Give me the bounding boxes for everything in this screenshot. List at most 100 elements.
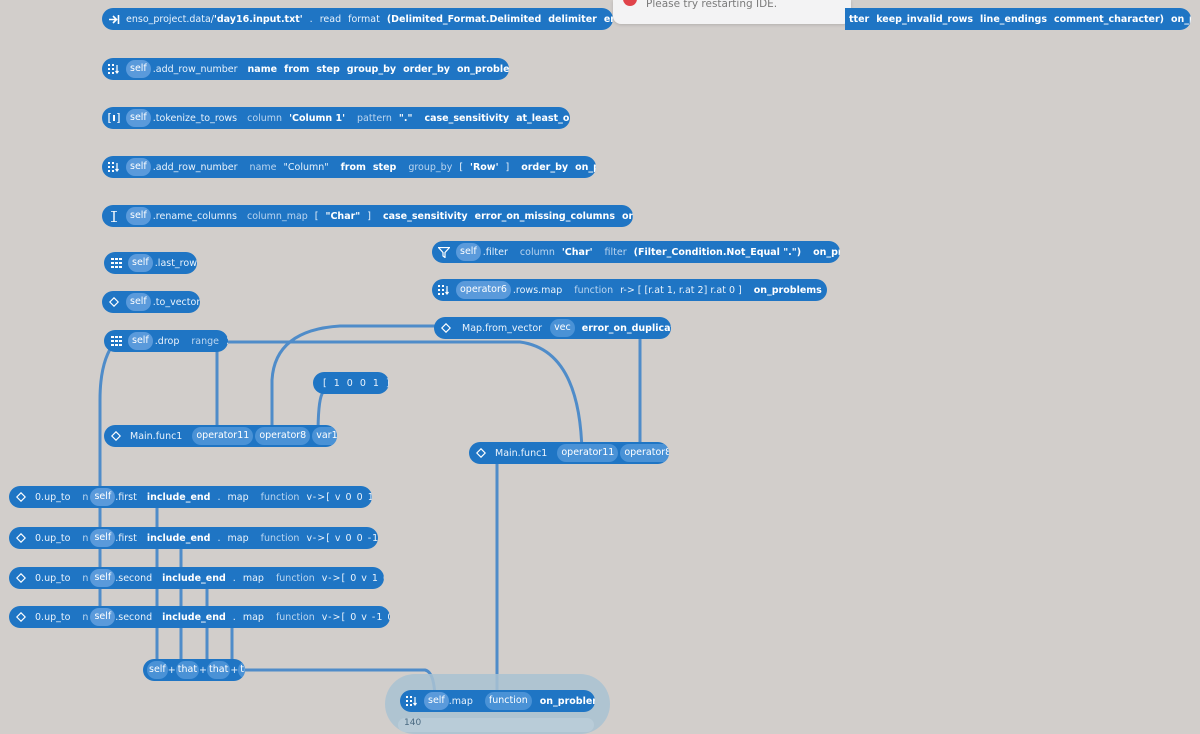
node-up-to-4[interactable]: 0.up_to n self .second include_end . map…	[9, 606, 390, 628]
operator11-port[interactable]: operator11	[557, 444, 619, 462]
function-value[interactable]: v->[ 0 v 1 0 ]	[321, 572, 384, 584]
self-port[interactable]: self	[126, 293, 151, 311]
node-vector-literal[interactable]: [ 1 0 0 1 ]	[313, 372, 389, 394]
arg-on-problems[interactable]: on_problems	[621, 210, 633, 222]
self-port[interactable]: self	[424, 692, 449, 710]
arg-delimiter[interactable]: delimiter	[548, 13, 597, 25]
column-map-value[interactable]: "Char"	[325, 210, 361, 222]
node-self-map[interactable]: self .map function on_problems	[400, 690, 595, 712]
column-value[interactable]: 'Column 1'	[289, 112, 346, 124]
node-main-func1-b[interactable]: Main.func1 operator11 operator8	[469, 442, 669, 464]
node-to-vector[interactable]: self .to_vector	[102, 291, 200, 313]
arg-on-problems[interactable]: on_problems	[753, 284, 822, 296]
node-rows-map[interactable]: operator6 .rows.map function r-> [ [r.at…	[432, 279, 827, 301]
self-port[interactable]: self	[126, 158, 151, 176]
arg-name[interactable]: name	[247, 63, 278, 75]
arg-on-problems[interactable]: on_problems	[1171, 13, 1191, 25]
self-port[interactable]: self	[128, 254, 153, 272]
arg-on-problems[interactable]: on_problems	[457, 63, 509, 75]
operator8-port[interactable]: operator8	[255, 427, 311, 445]
self-port[interactable]: self	[128, 332, 153, 350]
node-up-to-1[interactable]: 0.up_to n self .first include_end . map …	[9, 486, 372, 508]
arg-from[interactable]: from	[340, 161, 366, 173]
var1-port[interactable]: var1	[312, 427, 337, 445]
arg-tter[interactable]: tter	[849, 13, 870, 25]
arg-order-by[interactable]: order_by	[403, 63, 450, 75]
arg-on-problems[interactable]: on_problems	[539, 695, 595, 707]
arg-case-sensitivity[interactable]: case_sensitivity	[382, 210, 468, 222]
node-read[interactable]: enso_project.data/ 'day16.input.txt' . r…	[102, 8, 613, 30]
function-value[interactable]: v->[ 0 v -1 0 ]	[321, 611, 390, 623]
arg-from[interactable]: from	[284, 63, 310, 75]
name-value[interactable]: "Column"	[283, 161, 329, 173]
pattern-value[interactable]: "."	[398, 112, 413, 124]
method-name: Map.from_vector	[462, 322, 543, 334]
arg-error-on-duplicates[interactable]: error_on_duplicates	[581, 322, 671, 334]
self-port[interactable]: self	[90, 488, 116, 506]
function-port[interactable]: function	[484, 692, 532, 710]
operator8-port[interactable]: operator8	[620, 444, 669, 462]
arg-encoding[interactable]: encoding	[603, 13, 613, 25]
node-drop[interactable]: self .drop range 1	[104, 330, 228, 352]
self-port[interactable]: self	[126, 60, 151, 78]
self-port[interactable]: self	[90, 608, 116, 626]
format-value[interactable]: (Delimited_Format.Delimited	[386, 13, 542, 25]
node-read-tail[interactable]: tter keep_invalid_rows line_endings comm…	[845, 8, 1191, 30]
node-up-to-2[interactable]: 0.up_to n self .first include_end . map …	[9, 527, 378, 549]
self-port[interactable]: self	[126, 109, 151, 127]
arg-step[interactable]: step	[316, 63, 340, 75]
node-up-to-3[interactable]: 0.up_to n self .second include_end . map…	[9, 567, 384, 589]
group-by-value[interactable]: 'Row'	[470, 161, 499, 173]
self-port[interactable]: self	[147, 661, 168, 679]
arg-on-problems[interactable]: on_problems	[813, 246, 840, 258]
vec-port[interactable]: vec	[550, 319, 575, 337]
operator-port[interactable]: operator6	[456, 281, 511, 299]
arg-case-sensitivity[interactable]: case_sensitivity	[424, 112, 510, 124]
read-file[interactable]: 'day16.input.txt'	[213, 13, 303, 25]
plus-op: +	[167, 664, 176, 676]
arg-include-end[interactable]: include_end	[146, 491, 211, 503]
node-map-from-vector[interactable]: Map.from_vector vec error_on_duplicates	[434, 317, 671, 339]
node-main-func1-a[interactable]: Main.func1 operator11 operator8 var1	[104, 425, 337, 447]
arg-include-end[interactable]: include_end	[162, 611, 226, 623]
arg-keep-invalid-rows[interactable]: keep_invalid_rows	[876, 13, 974, 25]
that-port[interactable]: that	[175, 661, 200, 679]
that-port[interactable]: that	[207, 661, 231, 679]
node-filter[interactable]: self .filter column 'Char' filter (Filte…	[432, 241, 840, 263]
node-add-row-number-1[interactable]: self .add_row_number name from step grou…	[102, 58, 509, 80]
vector-literal-text[interactable]: [ 1 0 0 1 ]	[323, 377, 389, 389]
arg-group-by[interactable]: group_by	[346, 63, 397, 75]
filter-value[interactable]: (Filter_Condition.Not_Equal ".")	[633, 246, 802, 258]
that-port[interactable]: that	[238, 661, 245, 679]
node-tokenize-to-rows[interactable]: self .tokenize_to_rows column 'Column 1'…	[102, 107, 570, 129]
self-port[interactable]: self	[90, 569, 116, 587]
method-name: 0.up_to	[35, 572, 71, 584]
function-value[interactable]: v->[ v 0 0 1 ]	[306, 491, 372, 503]
function-value[interactable]: r-> [ [r.at 1, r.at 2] r.at 0 ]	[620, 284, 742, 296]
operator11-port[interactable]: operator11	[192, 427, 254, 445]
range-value[interactable]: 1	[226, 336, 228, 347]
arg-step[interactable]: step	[372, 161, 397, 173]
node-concat[interactable]: self + that + that + that	[143, 659, 245, 681]
self-port[interactable]: self	[456, 243, 481, 261]
node-rename-columns[interactable]: self .rename_columns column_map [ "Char"…	[102, 205, 633, 227]
arg-include-end[interactable]: include_end	[162, 572, 226, 584]
column-value[interactable]: 'Char'	[561, 246, 593, 258]
self-port[interactable]: self	[126, 207, 151, 225]
n-label: n	[82, 532, 89, 544]
arg-error-on-missing-columns[interactable]: error_on_missing_columns	[474, 210, 615, 222]
arg-line-endings[interactable]: line_endings	[980, 13, 1047, 25]
arg-comment-character[interactable]: comment_character)	[1054, 13, 1164, 25]
read-method: read	[319, 13, 342, 25]
method-name: .rename_columns	[152, 210, 237, 222]
arg-on-problems[interactable]: on_problems	[575, 161, 596, 173]
self-port[interactable]: self	[90, 529, 116, 547]
notification-toast[interactable]: Please try restarting IDE.	[613, 0, 851, 24]
arg-include-end[interactable]: include_end	[146, 532, 211, 544]
arg-order-by[interactable]: order_by	[521, 161, 569, 173]
function-value[interactable]: v->[ v 0 0 -1 ]	[306, 532, 378, 544]
arg-at-least-one-row[interactable]: at_least_one_row	[516, 112, 570, 124]
name-label: name	[249, 161, 277, 173]
node-add-row-number-2[interactable]: self .add_row_number name "Column" from …	[102, 156, 596, 178]
node-last-row[interactable]: self .last_row	[104, 252, 197, 274]
